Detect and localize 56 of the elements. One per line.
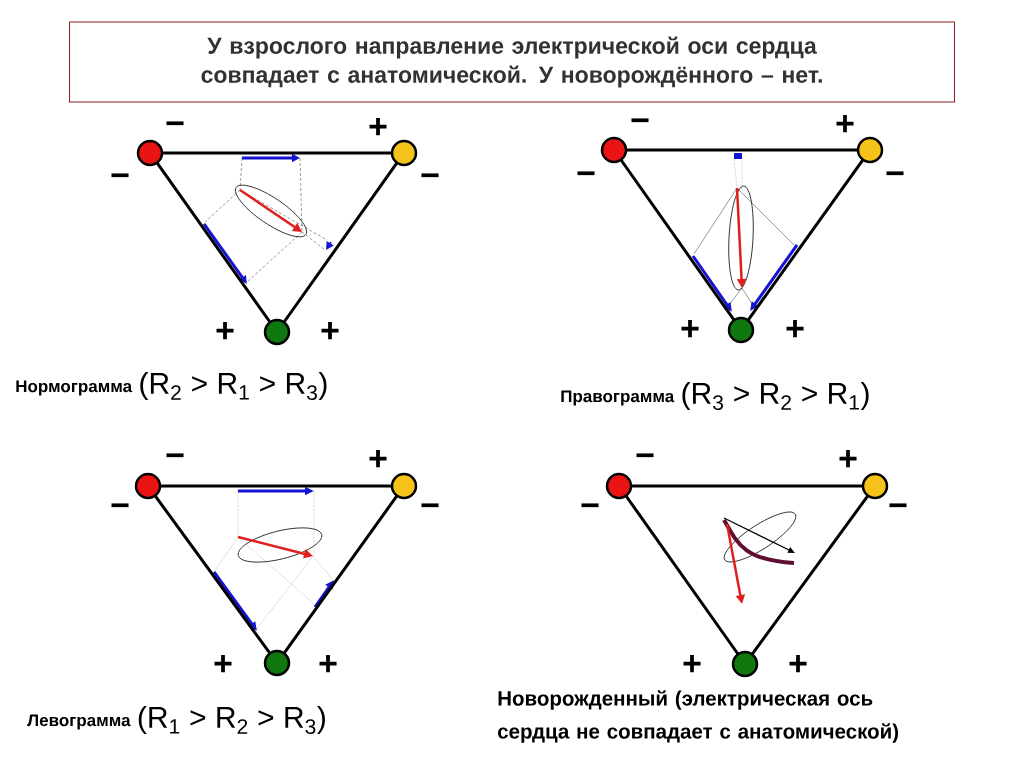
polarity-sign: + bbox=[319, 655, 337, 673]
resistance-ratio: (R$_{2}$ > R$_{1}$ > R$_{3}$) bbox=[140, 372, 327, 400]
caption: Нормограмма bbox=[16, 380, 133, 396]
triangle-side bbox=[751, 495, 869, 655]
caption: Левограмма bbox=[27, 714, 131, 730]
polarity-sign: − bbox=[421, 503, 439, 508]
triangle-side bbox=[631, 484, 863, 488]
triangle-side bbox=[282, 162, 399, 323]
triangle-side bbox=[162, 151, 392, 155]
polarity-sign: + bbox=[836, 115, 854, 133]
electrode-circle bbox=[861, 472, 889, 500]
polarity-sign: − bbox=[631, 118, 649, 123]
triangle-side bbox=[624, 495, 740, 655]
polarity-sign: + bbox=[839, 450, 857, 468]
electrode-circle bbox=[605, 472, 633, 500]
electrode-circle bbox=[731, 650, 759, 678]
polarity-sign: − bbox=[421, 173, 439, 178]
polarity-sign: + bbox=[321, 322, 339, 340]
polarity-sign: − bbox=[886, 171, 904, 176]
caption: Правограмма bbox=[561, 390, 675, 406]
polarity-sign: − bbox=[577, 171, 595, 176]
polarity-sign: + bbox=[214, 655, 232, 673]
electrode-circle bbox=[856, 136, 884, 164]
electrode-circle bbox=[727, 316, 755, 344]
polarity-sign: + bbox=[681, 320, 699, 338]
triangle-side bbox=[160, 484, 392, 488]
resistance-ratio: (R$_{3}$ > R$_{2}$ > R$_{1}$) bbox=[682, 382, 869, 410]
triangle-side bbox=[619, 159, 736, 321]
polarity-sign: + bbox=[789, 655, 807, 673]
polarity-sign: + bbox=[369, 450, 387, 468]
polarity-sign: − bbox=[889, 503, 907, 508]
triangle-side bbox=[282, 495, 399, 654]
triangle-side bbox=[746, 159, 865, 321]
electrode-circle bbox=[390, 472, 418, 500]
electrode-circle bbox=[600, 136, 628, 164]
polarity-sign: − bbox=[636, 453, 654, 458]
polarity-sign: + bbox=[216, 322, 234, 340]
polarity-sign: + bbox=[369, 118, 387, 136]
polarity-sign: − bbox=[111, 173, 129, 178]
electrode-circle bbox=[390, 139, 418, 167]
triangle-side bbox=[626, 148, 858, 152]
polarity-sign: − bbox=[581, 503, 599, 508]
polarity-sign: − bbox=[111, 503, 129, 508]
triangle-side bbox=[154, 495, 271, 654]
resistance-ratio: (R$_{1}$ > R$_{2}$ > R$_{3}$) bbox=[138, 706, 325, 734]
polarity-sign: + bbox=[683, 655, 701, 673]
polarity-sign: + bbox=[786, 320, 804, 338]
electrode-circle bbox=[134, 472, 162, 500]
title-box: У взрослого направление электрической оси сердца совпадает с анатомической. У новорождённого – нет. bbox=[69, 21, 955, 103]
electrode-circle bbox=[263, 318, 291, 346]
electrode-circle bbox=[263, 649, 291, 677]
electrode-circle bbox=[136, 139, 164, 167]
polarity-sign: − bbox=[166, 121, 184, 126]
polarity-sign: − bbox=[166, 453, 184, 458]
caption: Новорожденный (электрическая ось сердца не совпадает с анатомической) bbox=[498, 690, 899, 743]
triangle-side bbox=[155, 162, 272, 323]
